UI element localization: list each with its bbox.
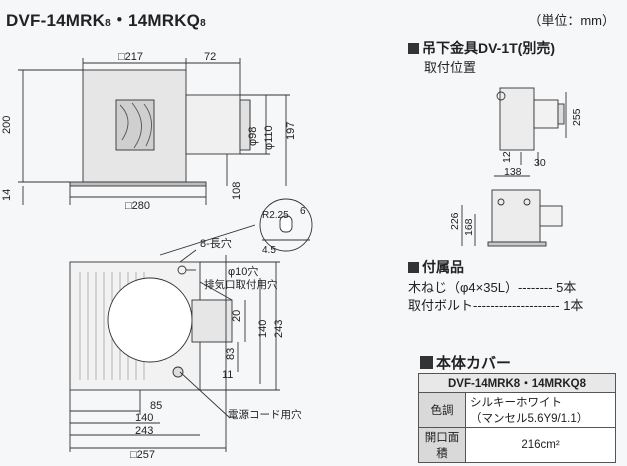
slot-detail-circle bbox=[259, 198, 313, 252]
area-label: 開口面積 bbox=[418, 427, 466, 463]
dim-243h: 243 bbox=[135, 425, 153, 437]
accessories-title: 付属品 bbox=[408, 257, 464, 277]
accessory-line-2: 取付ボルト-------------------- 1本 bbox=[408, 298, 584, 313]
dim-phi98: φ98 bbox=[247, 127, 259, 146]
side-view-flange bbox=[69, 181, 207, 187]
dim-12: 12 bbox=[501, 151, 513, 163]
dim-14: 14 bbox=[1, 189, 13, 201]
dim-200: 200 bbox=[1, 116, 13, 134]
bullet-square-icon bbox=[408, 262, 419, 273]
dim-140v: 140 bbox=[257, 320, 269, 338]
dim-85: 85 bbox=[150, 400, 162, 412]
label-hole10: φ10穴 bbox=[228, 264, 258, 278]
dim-6: 6 bbox=[300, 206, 306, 217]
dim-140h: 140 bbox=[135, 412, 153, 424]
dim-r225: R2.25 bbox=[262, 210, 289, 221]
dim-20: 20 bbox=[231, 310, 243, 322]
bullet-square-icon bbox=[408, 43, 419, 54]
label-slot: 8-長穴 bbox=[200, 236, 232, 250]
hanger-title: 吊下金具DV-1T(別売) bbox=[408, 38, 555, 58]
cover-table: DVF-14MRK8・14MRKQ8 色調 シルキーホワイト （マンセル5.6Y… bbox=[418, 373, 616, 463]
plan-view-duct bbox=[191, 299, 233, 343]
power-cord-hole bbox=[172, 366, 184, 378]
hanger-hole-icon bbox=[496, 91, 506, 101]
slot-icon bbox=[279, 215, 293, 233]
dim-72: 72 bbox=[204, 51, 216, 63]
model-a: DVF-14MRK bbox=[6, 11, 106, 30]
dim-255: 255 bbox=[571, 108, 583, 126]
dim-108: 108 bbox=[231, 182, 243, 200]
dim-138: 138 bbox=[504, 166, 522, 178]
model-a-sub: 8 bbox=[105, 18, 111, 29]
color-value-line1: シルキーホワイト bbox=[470, 397, 562, 409]
dim-83: 83 bbox=[225, 348, 237, 360]
bullet-square-icon bbox=[420, 356, 433, 369]
dim-226: 226 bbox=[449, 212, 461, 230]
cover-table-header: DVF-14MRK8・14MRKQ8 bbox=[418, 373, 616, 393]
area-value: 216cm² bbox=[465, 427, 616, 463]
unit-label: （単位：mm） bbox=[528, 13, 615, 28]
dim-257: □257 bbox=[130, 449, 155, 461]
dim-197: 197 bbox=[285, 122, 297, 140]
page-title: DVF-14MRK8・14MRKQ8 bbox=[6, 6, 206, 31]
color-value-line2: （マンセル5.6Y9/1.1） bbox=[470, 413, 589, 425]
label-exhaust: 排気口取付用穴 bbox=[204, 278, 278, 291]
accessory-line-1: 木ねじ（φ4×35L）-------- 5本 bbox=[408, 280, 577, 295]
dim-168: 168 bbox=[463, 218, 475, 236]
model-separator: ・14MRKQ bbox=[110, 11, 201, 30]
dim-4-5: 4.5 bbox=[262, 245, 276, 256]
color-value: シルキーホワイト （マンセル5.6Y9/1.1） bbox=[465, 392, 616, 428]
dim-30: 30 bbox=[534, 157, 546, 169]
color-label: 色調 bbox=[418, 392, 466, 428]
hanger-subtitle: 取付位置 bbox=[424, 60, 477, 75]
dim-280: □280 bbox=[125, 200, 150, 212]
dim-11: 11 bbox=[222, 369, 233, 381]
dim-phi110: φ110 bbox=[263, 125, 275, 150]
model-b-sub: 8 bbox=[200, 18, 206, 29]
dim-243v: 243 bbox=[273, 320, 285, 338]
label-power-cord: 電源コード用穴 bbox=[228, 408, 302, 421]
side-view-duct bbox=[185, 94, 241, 155]
cover-title: 本体カバー bbox=[420, 352, 511, 373]
hanger-side-body bbox=[491, 189, 541, 243]
dim-217: □217 bbox=[118, 51, 143, 63]
plan-view-fan bbox=[107, 277, 193, 363]
